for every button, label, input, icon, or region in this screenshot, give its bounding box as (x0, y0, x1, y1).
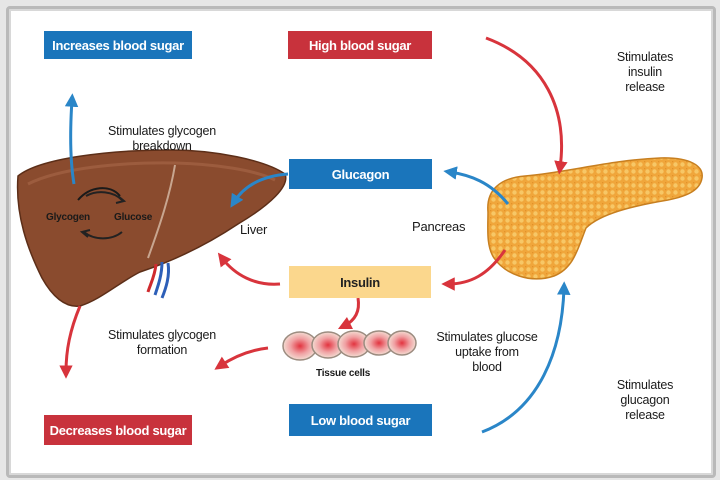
label-line: insulin (627, 65, 663, 79)
arrow-high-to-pancreas (485, 36, 568, 175)
label-line: release (625, 408, 665, 422)
decreases-blood-sugar-box: Decreases blood sugar (44, 415, 192, 445)
label-line: release (625, 80, 665, 94)
stimulates-glycogen-formation-label: Stimulates glycogen formation (92, 328, 232, 358)
label-line: uptake from (455, 345, 519, 359)
label-line: Stimulates glycogen (107, 328, 217, 342)
label-line: Stimulates (616, 50, 674, 64)
liver-illustration (16, 149, 287, 307)
red-arrows (59, 36, 568, 379)
high-blood-sugar-box: High blood sugar (288, 31, 432, 59)
stimulates-glucose-uptake-label: Stimulates glucose uptake from blood (422, 330, 552, 375)
label-line: Stimulates (616, 378, 674, 392)
stimulates-glucagon-release-label: Stimulates glucagon release (600, 378, 690, 423)
stimulates-glycogen-breakdown-label: Stimulates glycogen breakdown (92, 124, 232, 154)
liver-label: Liver (240, 222, 268, 237)
arrow-low-to-pancreas (481, 281, 571, 434)
pancreas-illustration (487, 157, 703, 280)
blue-arrows (64, 93, 571, 434)
increases-blood-sugar-box: Increases blood sugar (44, 31, 192, 59)
label-line: glucagon (620, 393, 670, 407)
arrow-pancreas-to-insulin (441, 249, 507, 291)
tissue-cells-label: Tissue cells (316, 368, 371, 379)
stimulates-insulin-release-label: Stimulates insulin release (600, 50, 690, 95)
glycogen-label: Glycogen (46, 212, 90, 223)
label-line: formation (136, 343, 188, 357)
arrow-liver-to-decreases (59, 305, 82, 379)
low-blood-sugar-box: Low blood sugar (289, 404, 432, 436)
label-line: breakdown (132, 139, 192, 153)
glycogen-cycle (77, 187, 127, 240)
tissue-cells (282, 330, 417, 361)
arrow-insulin-to-liver (217, 252, 281, 286)
label-line: Stimulates glycogen (107, 124, 217, 138)
glucagon-box: Glucagon (289, 159, 432, 189)
arrow-pancreas-to-glucagon (443, 166, 510, 205)
arrow-glucagon-to-liver (230, 172, 289, 208)
glucose-label: Glucose (114, 212, 153, 223)
insulin-box: Insulin (289, 266, 431, 298)
label-line: Stimulates glucose (436, 330, 538, 344)
pancreas-label: Pancreas (412, 219, 466, 234)
label-line: blood (472, 360, 502, 374)
arrow-liver-to-increases (64, 93, 79, 185)
arrow-tissue-to-formation (214, 346, 269, 370)
arrow-insulin-to-tissue (337, 297, 360, 330)
